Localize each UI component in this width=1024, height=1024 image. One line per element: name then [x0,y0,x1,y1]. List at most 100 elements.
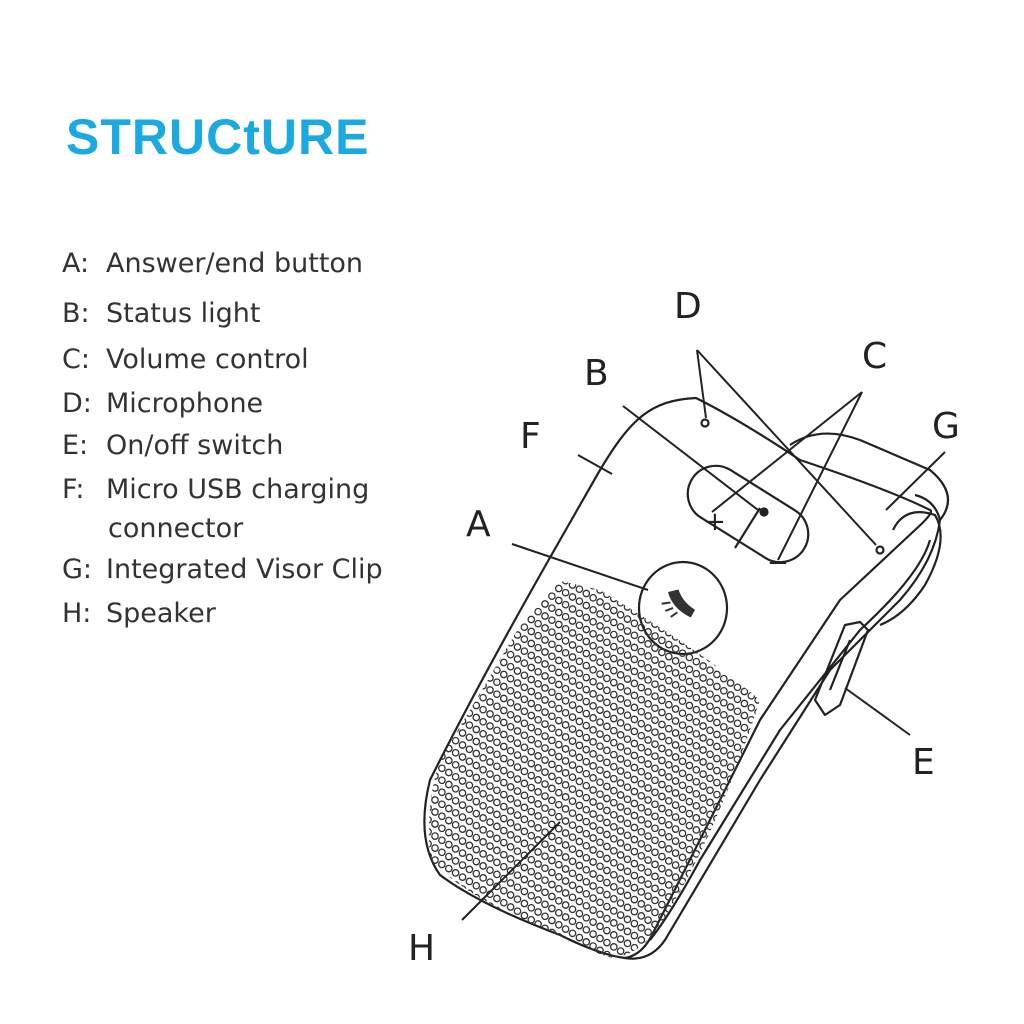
speaker-hole [499,682,508,691]
speaker-hole [609,618,618,627]
speaker-hole [671,861,680,869]
speaker-hole [479,814,487,822]
speaker-hole [596,922,604,931]
speaker-hole [754,732,760,740]
speaker-hole [527,903,536,912]
speaker-hole [472,869,481,878]
speaker-hole [706,678,714,687]
speaker-hole [616,947,625,955]
speaker-hole [527,771,536,780]
speaker-hole [713,814,721,823]
speaker-hole [541,708,549,716]
speaker-hole [609,919,618,927]
speaker-hole [428,863,432,872]
speaker-hole [644,736,652,744]
speaker-hole [589,617,597,626]
speaker-hole [616,779,625,787]
speaker-hole [603,866,611,875]
speaker-hole [582,745,591,754]
answer-end-button [637,560,729,656]
speaker-hole [561,733,570,741]
speaker-hole [499,670,508,679]
speaker-hole [520,671,529,680]
speaker-hole [762,629,768,635]
speaker-hole [740,675,749,684]
speaker-hole [658,732,666,741]
speaker-hole [554,824,563,833]
speaker-hole [713,838,721,847]
speaker-hole [575,585,584,594]
speaker-hole [506,662,515,671]
speaker-hole [713,742,721,751]
speaker-hole [609,726,618,735]
speaker-hole [506,795,515,803]
speaker-hole [623,831,632,840]
speaker-hole [692,826,701,834]
speaker-hole [458,765,467,773]
speaker-hole [568,929,577,938]
speaker-hole [671,849,680,857]
speaker-hole [568,749,577,757]
speaker-hole [658,912,666,921]
speaker-hole [479,777,487,786]
device-side-inner [649,539,932,941]
speaker-hole [520,863,529,872]
speaker-hole [644,652,652,660]
speaker-hole [575,789,584,798]
speaker-hole [527,627,536,636]
speaker-hole [644,844,652,852]
speaker-hole [603,626,611,635]
speaker-hole [444,708,453,717]
speaker-hole [541,840,549,849]
speaker-hole [568,605,577,613]
speaker-hole [678,661,687,670]
speaker-hole [451,820,460,829]
speaker-hole [465,877,474,886]
speaker-hole [554,836,563,845]
speaker-hole [513,835,522,844]
speaker-hole [438,788,446,797]
speaker-hole [762,665,768,671]
speaker-hole [493,798,501,807]
speaker-hole [506,819,515,827]
speaker-hole [527,855,536,864]
speaker-hole [685,809,694,818]
speaker-hole [713,730,721,739]
speaker-hole [658,672,666,681]
speaker-hole [486,674,494,682]
speaker-hole [418,848,424,854]
speaker-hole [582,877,591,886]
speaker-hole [678,781,687,790]
speaker-hole [754,792,760,800]
speaker-hole [582,865,591,874]
speaker-hole [637,779,646,788]
speaker-hole [623,615,632,623]
speaker-hole [699,638,707,646]
speaker-hole [747,836,756,844]
speaker-hole [692,814,701,822]
speaker-hole [630,871,639,880]
speaker-hole [541,912,549,921]
speaker-hole [554,716,563,725]
speaker-hole [596,742,604,751]
speaker-hole [506,843,515,851]
device-body [423,396,950,960]
speaker-hole [603,854,611,863]
speaker-hole [465,733,474,742]
speaker-hole [733,695,742,704]
speaker-hole [438,884,446,893]
speaker-hole [733,839,742,848]
speaker-hole [479,717,487,726]
speaker-hole [726,703,735,711]
speaker-hole [506,710,515,719]
speaker-hole [513,799,522,807]
speaker-hole [561,588,570,597]
speaker-hole [706,726,714,735]
speaker-hole [418,776,424,782]
speaker-hole [637,743,646,752]
speaker-hole [589,774,597,782]
speaker-hole [658,852,666,861]
speaker-hole [776,806,782,812]
speaker-hole [762,797,768,803]
